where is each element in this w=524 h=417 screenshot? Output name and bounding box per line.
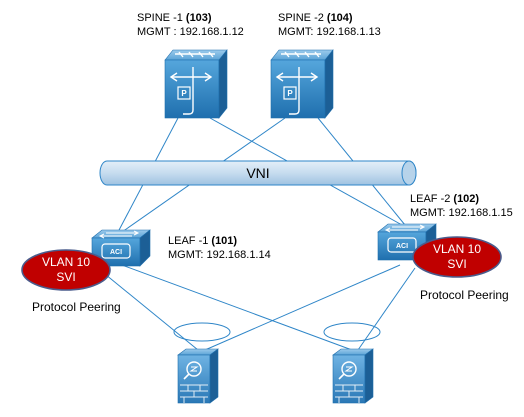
aci-leaf-switch-icon: ACI <box>377 223 437 261</box>
spine-2-name: SPINE -2 (104) <box>278 12 353 24</box>
link-leaf1-host2 <box>121 264 353 351</box>
vni-tube-end <box>401 160 417 186</box>
svi-1-line2: SVI <box>56 270 75 284</box>
port-channel-ring-1 <box>173 322 231 342</box>
leaf-1-chip: ACI <box>110 249 122 256</box>
leaf-2[interactable]: ACI <box>377 223 437 261</box>
leaf-2-mgmt: MGMT: 192.168.1.15 <box>410 207 513 219</box>
firewall-appliance-icon <box>332 348 374 404</box>
svi-1-line1: VLAN 10 <box>42 255 90 269</box>
svi-2-line1: VLAN 10 <box>433 242 481 256</box>
spine-switch-icon: P <box>164 49 228 119</box>
spine-2-id: (104) <box>327 12 353 24</box>
spine-1[interactable]: P <box>164 49 228 119</box>
leaf-1-mgmt: MGMT: 192.168.1.14 <box>168 249 271 261</box>
svi-2-line2: SVI <box>447 257 466 271</box>
svi-1-caption: Protocol Peering <box>32 300 121 314</box>
host-2[interactable] <box>332 348 374 404</box>
link-leaf2-host1 <box>204 264 401 351</box>
svi-1-oval <box>21 249 111 291</box>
svi-1: VLAN 10 SVI <box>21 249 111 291</box>
svi-2-caption: Protocol Peering <box>420 288 509 302</box>
vni-tunnel: VNI <box>99 160 417 186</box>
svi-2-oval <box>412 236 502 278</box>
leaf-1-name: LEAF -1 (101) <box>168 235 237 247</box>
spine-1-id: (103) <box>186 12 212 24</box>
link-leaf1-host1 <box>99 269 199 351</box>
spine-badge-p: P <box>181 89 187 98</box>
svi-2: VLAN 10 SVI <box>412 236 502 278</box>
spine-1-mgmt: MGMT : 192.168.1.12 <box>137 26 244 38</box>
leaf-2-id: (102) <box>453 193 479 205</box>
spine-1-name: SPINE -1 (103) <box>137 12 212 24</box>
spine-switch-icon: P <box>270 49 334 119</box>
spine-badge-p: P <box>287 89 293 98</box>
host-1[interactable] <box>177 348 219 404</box>
leaf-1-id: (101) <box>211 235 237 247</box>
port-channel-ring-2 <box>323 322 381 342</box>
link-leaf2-host2 <box>357 267 416 351</box>
vni-label: VNI <box>246 165 269 181</box>
leaf-2-name: LEAF -2 (102) <box>410 193 479 205</box>
leaf-2-chip: ACI <box>396 243 408 250</box>
spine-2[interactable]: P <box>270 49 334 119</box>
spine-2-mgmt: MGMT: 192.168.1.13 <box>278 26 381 38</box>
firewall-appliance-icon <box>177 348 219 404</box>
